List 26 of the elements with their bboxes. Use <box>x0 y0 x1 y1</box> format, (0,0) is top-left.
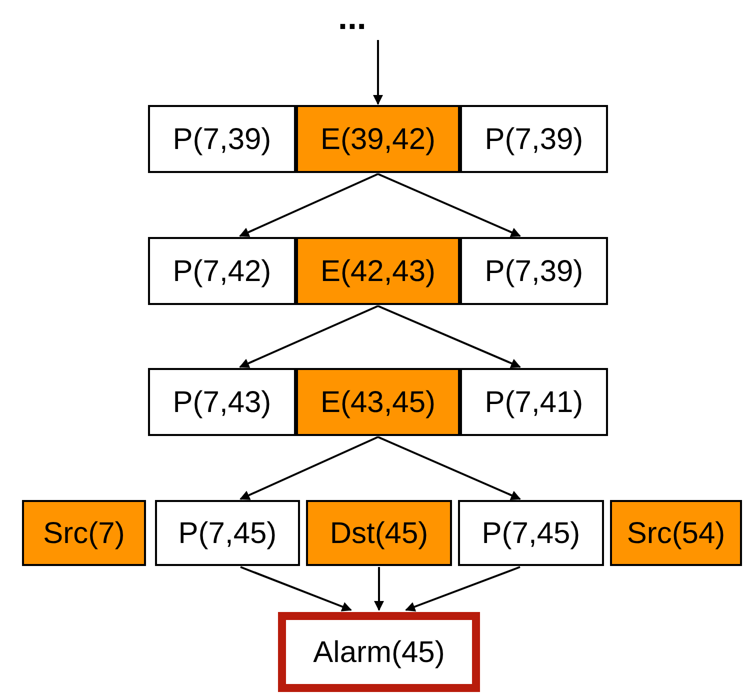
alarm-box: Alarm(45) <box>278 612 480 692</box>
state-box: P(7,43) <box>148 368 296 436</box>
state-box: P(7,45) <box>155 500 300 566</box>
highlighted-box: Dst(45) <box>306 500 452 566</box>
ellipsis-text: ... <box>338 0 418 36</box>
arrow <box>373 40 383 105</box>
highlighted-box: Src(7) <box>22 500 146 566</box>
state-box: P(7,45) <box>458 500 604 566</box>
arrow <box>378 173 521 237</box>
highlighted-box: E(42,43) <box>296 237 460 305</box>
arrow <box>378 436 521 500</box>
state-box: P(7,42) <box>148 237 296 305</box>
state-box: P(7,39) <box>460 237 608 305</box>
arrow <box>239 173 378 237</box>
highlighted-box: Src(54) <box>610 500 742 566</box>
arrow <box>374 567 384 611</box>
arrow <box>239 305 378 368</box>
state-box: P(7,39) <box>148 105 296 173</box>
highlighted-box: E(43,45) <box>296 368 460 436</box>
arrow <box>240 436 378 500</box>
arrow <box>405 566 520 612</box>
state-box: P(7,39) <box>460 105 608 173</box>
state-box: P(7,41) <box>460 368 608 436</box>
highlighted-box: E(39,42) <box>296 105 460 173</box>
arrow <box>240 566 352 612</box>
arrow <box>378 305 521 368</box>
